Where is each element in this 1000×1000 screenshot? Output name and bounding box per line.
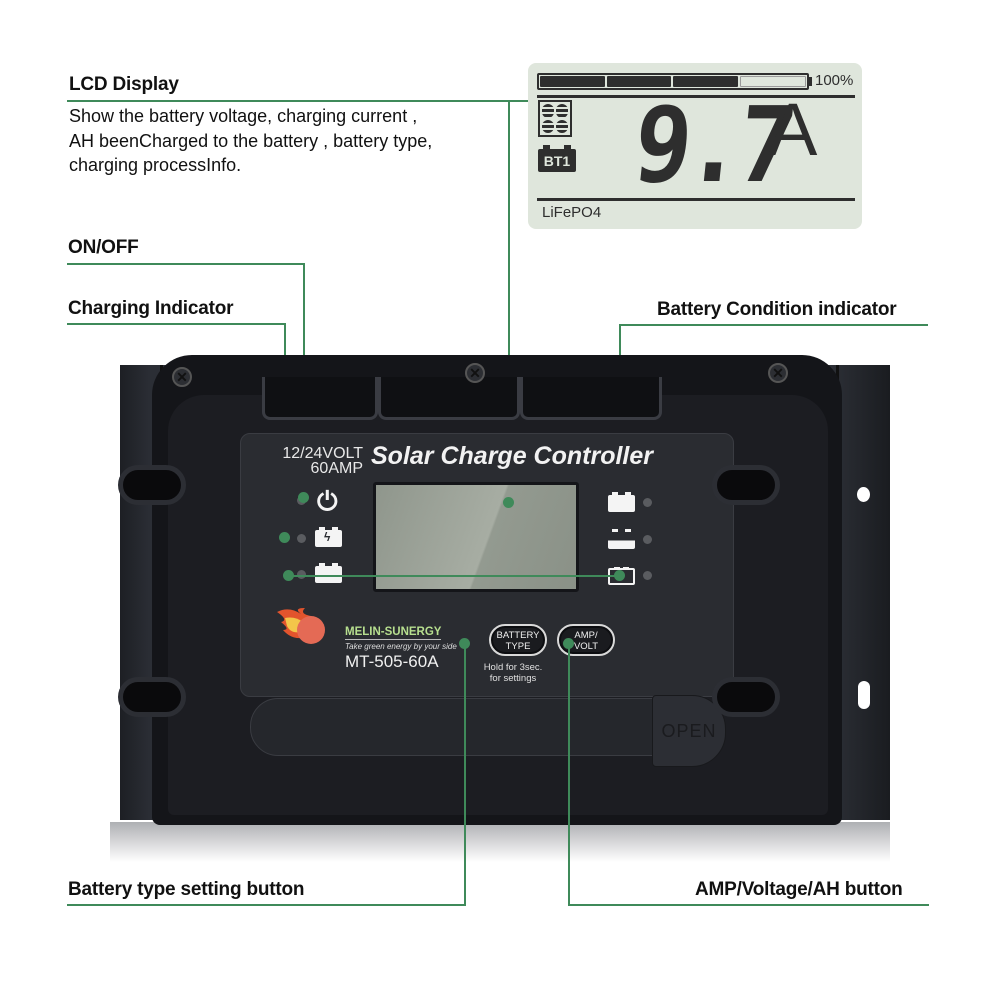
screw-icon: ✕ [768,363,788,383]
battery-bar-segment [673,76,738,87]
callout-line [508,100,528,102]
battery-charging-icon: ϟ [315,527,342,547]
callout-on-off-title: ON/OFF [68,237,139,258]
battery-half-icon [608,529,635,549]
front-panel: 12/24VOLT 60AMP Solar Charge Controller … [240,433,734,697]
callout-line [67,263,305,265]
callout-amp-volt-button-title: AMP/Voltage/AH button [695,879,903,900]
lcd-screen [373,482,579,592]
battery-empty-led [643,571,652,580]
callout-dot [298,492,309,503]
callout-lcd-display-description: Show the battery voltage, charging curre… [69,106,433,175]
callout-line [568,643,570,906]
lcd-divider [537,198,855,201]
cable-clip [378,377,520,420]
brand-tagline: Take green energy by your side [345,642,457,651]
current-reading-unit: A [768,88,818,171]
battery-bar-segment [540,76,605,87]
reflection-floor [110,822,890,862]
battery-full-led [643,498,652,507]
rating-label: 12/24VOLT 60AMP [282,445,363,477]
callout-dot [283,570,294,581]
callout-line [508,100,510,505]
battery-level-bar [537,73,809,90]
battery-full-icon [315,563,342,583]
flame-logo-icon [277,608,325,644]
cable-clip [520,377,662,420]
power-icon: ⏻ [317,486,338,516]
solar-panel-icon [538,100,572,137]
callout-line [67,323,286,325]
mounting-slot [118,465,186,505]
status-led [297,570,306,579]
terminal-cover-tray [250,698,672,756]
callout-charging-indicator-title: Charging Indicator [68,298,234,319]
battery-icon: BT1 [538,145,576,172]
mounting-hole [858,681,870,709]
lcd-display-closeup: 100% BT1 9.7 A LiFePO4 [528,63,862,229]
callout-dot [614,570,625,581]
controller-housing: ✕ ✕ ✕ 12/24VOLT 60AMP Solar Charge Contr… [152,355,842,825]
battery-full-icon [608,492,635,512]
mounting-hole [857,487,870,502]
battery-bar-segment [606,76,671,87]
button-hint: Hold for 3sec. for settings [483,662,543,684]
callout-lcd-display-title: LCD Display [69,74,179,95]
callout-line [67,100,509,102]
callout-line [288,575,620,577]
screw-icon: ✕ [465,363,485,383]
battery-bar-segment [739,76,806,87]
mounting-slot [118,677,186,717]
cable-clip [262,377,378,420]
solar-charge-controller: ✕ ✕ ✕ 12/24VOLT 60AMP Solar Charge Contr… [118,355,890,825]
callout-dot [279,532,290,543]
mounting-slot [712,677,780,717]
lcd-divider [537,95,855,98]
screw-icon: ✕ [172,367,192,387]
callout-battery-type-button-title: Battery type setting button [68,879,305,900]
callout-battery-condition-title: Battery Condition indicator [657,299,897,320]
battery-percent: 100% [815,72,854,89]
callout-line [464,643,466,906]
battery-half-led [643,535,652,544]
callout-line [67,904,466,906]
charging-led [297,534,306,543]
battery-type-button[interactable]: BATTERY TYPE [489,624,547,656]
callout-line [568,904,929,906]
battery-bar-terminal [809,77,812,86]
open-cover-tab[interactable]: OPEN [652,695,726,767]
battery-type-label: LiFePO4 [542,204,602,221]
brand-name: MELIN-SUNERGY [345,626,442,640]
model-number: MT-505-60A [345,652,439,671]
callout-dot [503,497,514,508]
device-title: Solar Charge Controller [371,442,653,470]
callout-line [619,324,928,326]
mounting-slot [712,465,780,505]
